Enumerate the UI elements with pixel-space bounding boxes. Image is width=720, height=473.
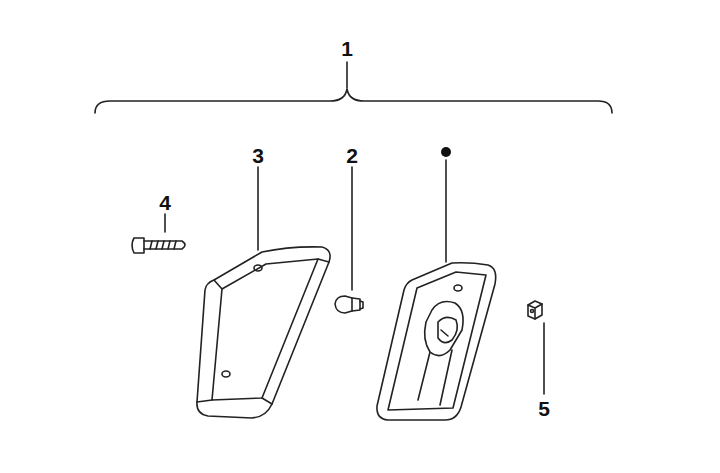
- leader-line: [351, 167, 353, 290]
- callout-number: 2: [346, 145, 358, 166]
- clip-nut: [528, 301, 542, 319]
- group-bracket: [95, 89, 612, 113]
- callout-number: 5: [538, 398, 550, 419]
- bulb: [335, 296, 363, 313]
- marker-dot: [441, 147, 451, 157]
- leader-line: [164, 214, 166, 232]
- callout-number: 3: [252, 145, 264, 166]
- screw: [132, 238, 185, 253]
- callout-number: 1: [341, 38, 353, 59]
- lens: [197, 247, 330, 418]
- leader-line: [445, 160, 447, 262]
- leader-line: [543, 323, 545, 394]
- leader-line: [257, 167, 259, 250]
- lamp-housing: [377, 263, 496, 420]
- callout-number: 4: [159, 192, 171, 213]
- leader-line: [346, 62, 348, 88]
